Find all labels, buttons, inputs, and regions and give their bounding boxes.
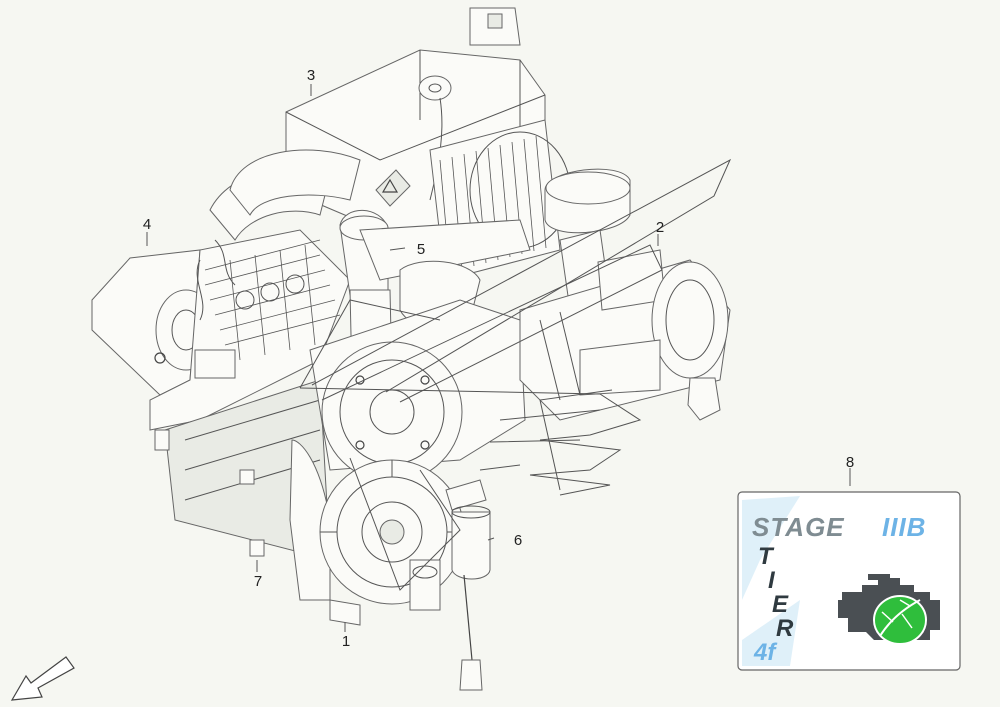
badge-stage-text: STAGE	[752, 512, 845, 542]
callout-2: 2	[656, 219, 664, 236]
badge-tier-e: E	[772, 591, 789, 618]
callout-8: 8	[846, 454, 854, 471]
callout-6: 6	[514, 532, 522, 549]
badge-stage-suffix: IIIB	[882, 512, 926, 542]
emission-badge: STAGE IIIB T I E R 4f	[737, 491, 961, 671]
badge-tier-i: I	[768, 567, 776, 594]
cooling-unit	[285, 7, 631, 311]
callout-1: 1	[342, 633, 350, 650]
arrow-down-left-icon	[10, 656, 75, 701]
badge-tier-4f: 4f	[753, 639, 777, 666]
badge-tier-r: R	[776, 615, 794, 642]
callout-3: 3	[307, 67, 315, 84]
oil-filter-assembly	[445, 479, 491, 691]
badge-tier-t: T	[758, 543, 775, 570]
flywheel-housing	[289, 299, 526, 626]
callout-4: 4	[143, 216, 151, 233]
chevron-overlay	[299, 158, 732, 591]
callout-5: 5	[417, 241, 425, 258]
leader-lines	[146, 84, 851, 632]
callout-7: 7	[254, 573, 262, 590]
engine-block	[149, 229, 351, 561]
exhaust-aftertreatment	[519, 249, 731, 421]
leaf-icon	[873, 595, 927, 645]
